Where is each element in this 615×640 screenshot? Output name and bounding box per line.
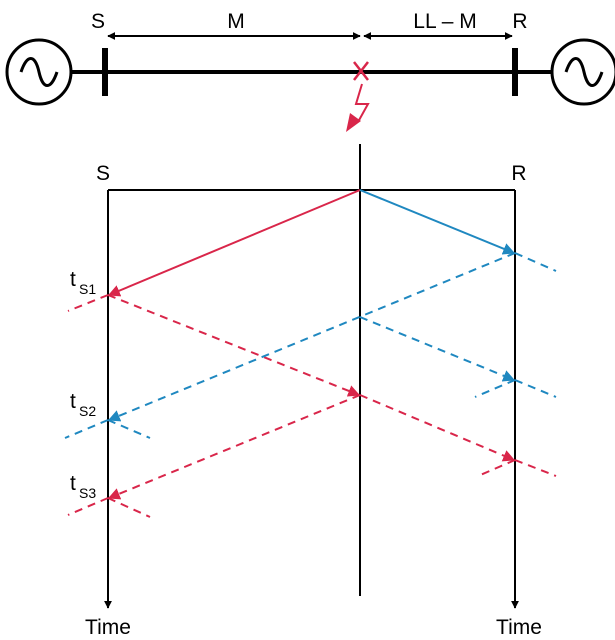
terminal-s-label: S	[96, 162, 110, 185]
lattice-diagram: S R Time Time t S1 t S2 t S3	[64, 144, 557, 639]
ac-source-icon-left	[5, 38, 73, 106]
incident-wave-to-r	[359, 189, 516, 255]
blue-stub-s2-out	[64, 419, 109, 439]
incident-wave-to-s	[107, 189, 361, 297]
ts2-subscript: S2	[79, 403, 96, 419]
red-stub-s1	[67, 294, 109, 312]
red-reflected-s-to-fault	[107, 294, 361, 397]
red-stub-r-in	[477, 459, 516, 477]
time-marker-ts2: t S2	[70, 390, 96, 419]
red-stub-s3-out	[67, 497, 109, 516]
lightning-fault-icon	[346, 61, 370, 132]
time-label-s: Time	[85, 616, 131, 639]
blue-stub-r2-in	[474, 379, 516, 398]
ts1-subscript: S1	[79, 281, 96, 297]
blue-reflected-fault-to-r	[359, 316, 516, 382]
red-reflected-fault-to-s	[107, 394, 361, 500]
ts1-label: t	[70, 268, 76, 291]
red-stub-s3-in	[107, 497, 151, 518]
time-marker-ts1: t S1	[70, 268, 96, 297]
blue-stub-s2-in	[107, 419, 151, 439]
distance-ll-m-label: LL – M	[413, 10, 476, 33]
ts2-label: t	[70, 390, 76, 413]
blue-stub-r2-out	[514, 379, 557, 398]
distance-m-label: M	[227, 10, 245, 33]
red-stub-r-out	[514, 459, 557, 477]
one-line-diagram: S M LL – M R	[5, 10, 615, 132]
ts3-subscript: S3	[79, 485, 96, 501]
bus-r-label: R	[512, 10, 527, 33]
time-marker-ts3: t S3	[70, 472, 96, 501]
red-transmitted-fault-to-r	[359, 394, 516, 462]
ts3-label: t	[70, 472, 76, 495]
blue-reflected-r-to-s	[107, 252, 516, 422]
time-label-r: Time	[496, 616, 542, 639]
ac-source-icon-right	[550, 38, 615, 106]
terminal-r-label: R	[511, 162, 526, 185]
bus-s-label: S	[91, 10, 105, 33]
blue-stub-r1	[514, 252, 557, 272]
